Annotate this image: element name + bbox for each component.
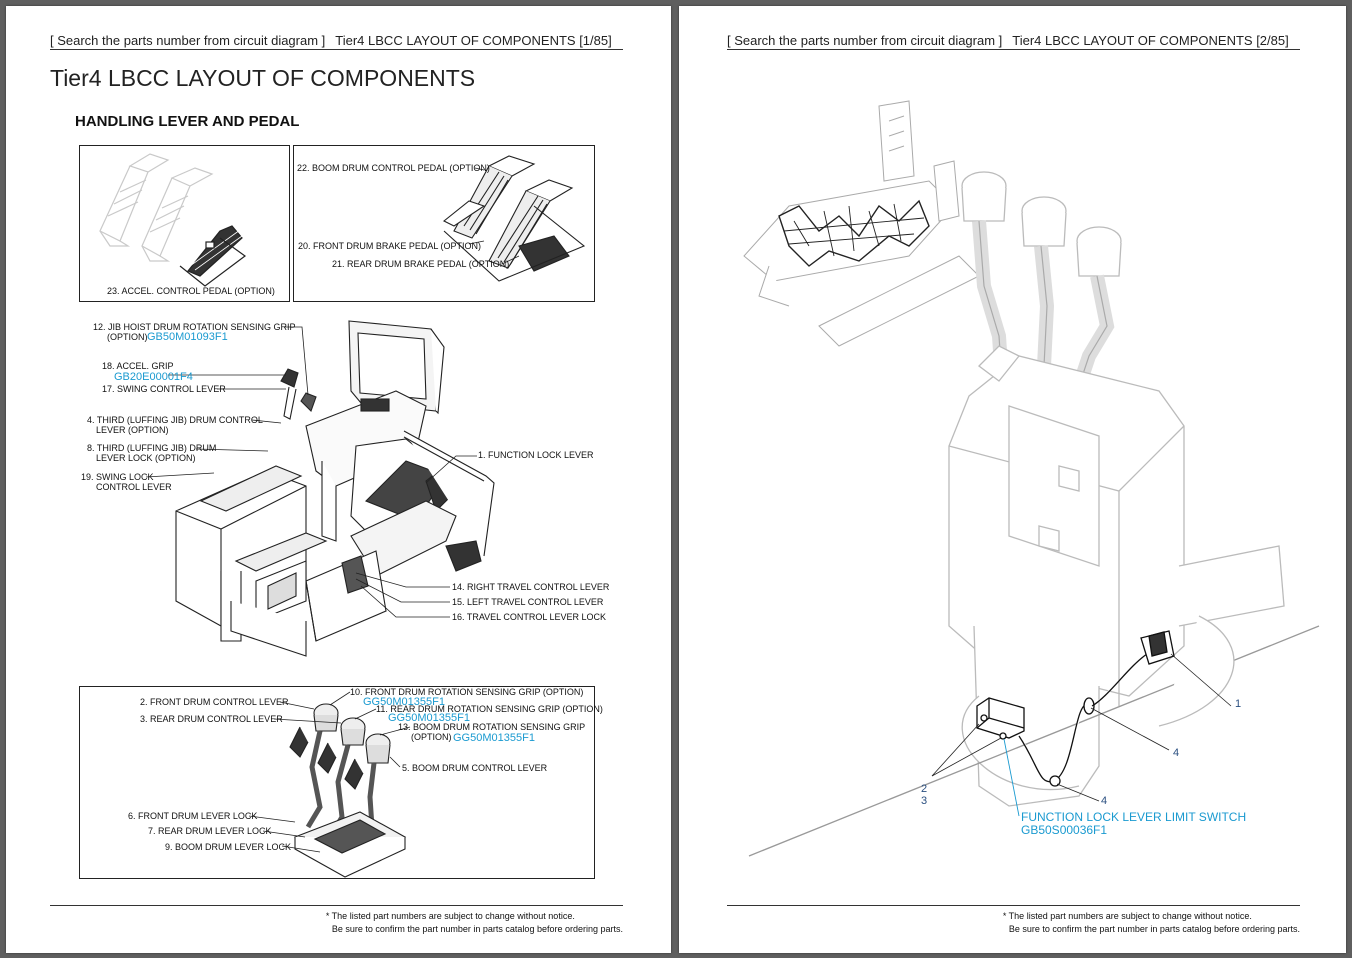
footer-note: * The listed part numbers are subject to… [326, 910, 623, 936]
label-19-sub: CONTROL LEVER [96, 482, 172, 492]
label-12: 12. JIB HOIST DRUM ROTATION SENSING GRIP [93, 322, 296, 332]
footer-note: * The listed part numbers are subject to… [1003, 910, 1300, 936]
footer-line-2: Be sure to confirm the part number in pa… [1008, 924, 1300, 934]
footer-line-1: * The listed part numbers are subject to… [325, 911, 575, 921]
label-9: 9. BOOM DRUM LEVER LOCK [165, 842, 291, 852]
limit-switch [976, 630, 1175, 787]
label-3: 3. REAR DRUM CONTROL LEVER [140, 714, 283, 724]
footer-divider [50, 905, 623, 906]
part-number-18[interactable]: GB20E00001F4 [114, 371, 193, 383]
page-2: [ Search the parts number from circuit d… [679, 6, 1346, 953]
header-title: Tier4 LBCC LAYOUT OF COMPONENTS [1/85] [335, 33, 612, 48]
label-5: 5. BOOM DRUM CONTROL LEVER [402, 763, 548, 773]
switch-name: FUNCTION LOCK LEVER LIMIT SWITCH [1021, 810, 1246, 824]
drum-lever-drawing: 10. FRONT DRUM ROTATION SENSING GRIP (OP… [128, 687, 603, 878]
callout-3: 3 [921, 795, 927, 807]
label-13-option: (OPTION) [411, 732, 452, 742]
part-number-12[interactable]: GB50M01093F1 [147, 331, 228, 343]
label-4: 4. THIRD (LUFFING JIB) DRUM CONTROL [87, 415, 263, 425]
callout-1: 1 [1235, 698, 1241, 710]
search-link[interactable]: [ Search the parts number from circuit d… [727, 33, 1003, 48]
search-link[interactable]: [ Search the parts number from circuit d… [50, 33, 326, 48]
callout-4-upper: 4 [1173, 747, 1179, 759]
label-20: 20. FRONT DRUM BRAKE PEDAL (OPTION) [298, 241, 481, 251]
callout-4-lower: 4 [1101, 795, 1107, 807]
footer-divider [727, 905, 1300, 906]
label-8: 8. THIRD (LUFFING JIB) DRUM [87, 443, 216, 453]
label-2: 2. FRONT DRUM CONTROL LEVER [140, 697, 289, 707]
machine-inset [743, 100, 980, 347]
lever-assembly [748, 171, 1320, 857]
label-13: 13. BOOM DRUM ROTATION SENSING GRIP [398, 722, 585, 732]
label-4-sub: LEVER (OPTION) [96, 425, 169, 435]
label-19: 19. SWING LOCK [81, 472, 154, 482]
label-23: 23. ACCEL. CONTROL PEDAL (OPTION) [107, 286, 275, 296]
label-22: 22. BOOM DRUM CONTROL PEDAL (OPTION) [297, 163, 490, 173]
accel-pedal-drawing: 23. ACCEL. CONTROL PEDAL (OPTION) [99, 153, 275, 296]
label-17: 17. SWING CONTROL LEVER [102, 384, 226, 394]
page-1: [ Search the parts number from circuit d… [6, 6, 671, 953]
label-6: 6. FRONT DRUM LEVER LOCK [128, 811, 257, 821]
part-number-10[interactable]: GG50M01355F1 [363, 696, 445, 708]
accel-pedal-figure: 23. ACCEL. CONTROL PEDAL (OPTION) [79, 145, 290, 302]
label-11: 11. REAR DRUM ROTATION SENSING GRIP (OPT… [376, 704, 603, 714]
label-16: 16. TRAVEL CONTROL LEVER LOCK [452, 612, 606, 622]
drum-pedal-drawing: 22. BOOM DRUM CONTROL PEDAL (OPTION) 20.… [297, 155, 586, 282]
part-number-11[interactable]: GG50M01355F1 [388, 712, 470, 724]
function-lock-switch-figure: 1 4 4 2 3 FUNCTION LOCK LEVER LIMIT SWIT… [743, 100, 1320, 857]
header-title: Tier4 LBCC LAYOUT OF COMPONENTS [2/85] [1012, 33, 1289, 48]
label-21: 21. REAR DRUM BRAKE PEDAL (OPTION) [332, 259, 509, 269]
drum-pedal-figure: 22. BOOM DRUM CONTROL PEDAL (OPTION) 20.… [293, 145, 595, 302]
label-15: 15. LEFT TRAVEL CONTROL LEVER [452, 597, 604, 607]
label-10: 10. FRONT DRUM ROTATION SENSING GRIP (OP… [350, 687, 583, 697]
label-8-sub: LEVER LOCK (OPTION) [96, 453, 196, 463]
part-number-13[interactable]: GG50M01355F1 [453, 732, 535, 744]
footer-line-2: Be sure to confirm the part number in pa… [331, 924, 623, 934]
footer-line-1: * The listed part numbers are subject to… [1002, 911, 1252, 921]
label-12-option: (OPTION) [107, 332, 148, 342]
switch-part-number[interactable]: GB50S00036F1 [1021, 823, 1107, 837]
callout-2: 2 [921, 783, 927, 795]
label-1: 1. FUNCTION LOCK LEVER [478, 450, 594, 460]
section-title: HANDLING LEVER AND PEDAL [75, 113, 300, 130]
label-7: 7. REAR DRUM LEVER LOCK [148, 826, 272, 836]
page-title: Tier4 LBCC LAYOUT OF COMPONENTS [50, 65, 476, 91]
label-14: 14. RIGHT TRAVEL CONTROL LEVER [452, 582, 610, 592]
operator-seat-figure: 12. JIB HOIST DRUM ROTATION SENSING GRIP… [81, 320, 610, 657]
page-header: [ Search the parts number from circuit d… [727, 33, 1300, 50]
page-header: [ Search the parts number from circuit d… [50, 33, 623, 50]
label-18: 18. ACCEL. GRIP [102, 361, 174, 371]
drum-lever-figure: 10. FRONT DRUM ROTATION SENSING GRIP (OP… [79, 686, 603, 879]
